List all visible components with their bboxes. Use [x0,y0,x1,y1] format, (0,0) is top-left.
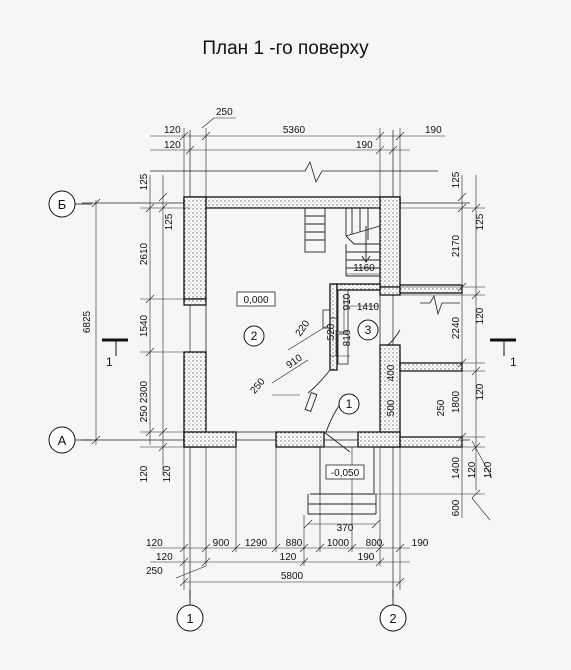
dim-bottom-370: 370 [337,523,354,534]
dim-left-2300: 2300 [139,380,150,403]
dim-top-overall: 5360 [283,125,306,136]
dim-top-120b: 120 [164,140,181,151]
level-porch: -0,050 [331,468,360,479]
dim-right-120a: 120 [475,307,486,324]
dim-in-910a: 910 [342,293,353,310]
dim-in-250: 250 [249,376,268,396]
dim-left-125b: 125 [164,213,175,230]
dim-in-400: 400 [386,364,397,381]
room-number-3: 3 [365,323,372,337]
room-number-1: 1 [346,397,353,411]
dim-left-250: 250 [139,405,150,422]
dim-right-2240: 2240 [451,316,462,339]
axis-bubble-leaders [75,203,394,605]
dim-top-190b: 190 [356,140,373,151]
dim-bottom-120a: 120 [146,538,163,549]
dim-right-120b: 120 [475,383,486,400]
dim-bottom-190b: 190 [412,538,429,549]
room-bubble-2 [243,325,265,347]
dim-bottom-250: 250 [146,566,163,577]
room-number-2: 2 [251,329,258,343]
utility-details [322,289,349,365]
dim-in-1410: 1410 [357,302,380,313]
porch-steps [307,446,377,515]
staircase [304,207,381,277]
dim-top-120a: 120 [164,125,181,136]
dim-left-120b: 120 [162,465,173,482]
dim-bottom-880: 880 [286,538,303,549]
room-bubble-1 [338,393,360,415]
dim-left-125a: 125 [139,173,150,190]
dim-left-1540: 1540 [139,314,150,337]
section-mark-right: 1 [510,355,517,369]
dim-in-520: 520 [326,323,337,340]
dim-bottom-1290: 1290 [245,538,268,549]
dim-right-120c: 120 [467,461,478,478]
section-mark-left: 1 [106,355,113,369]
dim-top-250: 250 [216,107,233,118]
axis-label-2: 2 [389,611,396,626]
dim-bottom-120b: 120 [156,552,173,563]
dim-bottom-1000: 1000 [327,538,350,549]
axis-label-1: 1 [186,611,193,626]
dim-right-125b: 125 [475,213,486,230]
dim-right-250: 250 [436,399,447,416]
dim-bottom-190a: 190 [358,552,375,563]
dim-bottom-900: 900 [213,538,230,549]
dim-right-600: 600 [451,499,462,516]
dim-right-1400: 1400 [451,456,462,479]
dim-left-2610: 2610 [139,242,150,265]
room-bubble-3 [357,319,379,341]
dim-right-120d: 120 [483,461,494,478]
level-boxes [236,291,365,480]
room-outlines [205,207,381,433]
dim-left-overall: 6825 [82,310,93,333]
break-lines [150,160,460,316]
dim-bottom-120c: 120 [280,552,297,563]
dim-right-2170: 2170 [451,234,462,257]
dim-in-910b: 910 [285,352,305,371]
plan-title: План 1 -го поверху [202,38,369,59]
axis-label-a: А [58,433,67,448]
dim-in-1160: 1160 [353,263,375,274]
walls [183,196,463,448]
dim-bottom-overall: 5800 [281,571,304,582]
dim-left-120a: 120 [139,465,150,482]
dim-right-1800: 1800 [451,390,462,413]
axis-bubbles [48,190,407,632]
axis-label-b: Б [58,197,67,212]
level-floor: 0,000 [243,295,268,306]
dim-right-125a: 125 [451,171,462,188]
dimension-lines [91,117,493,590]
dim-in-220: 220 [294,318,313,338]
dim-bottom-800: 800 [366,538,383,549]
dim-top-190a: 190 [425,125,442,136]
dim-in-500: 500 [386,399,397,416]
dim-in-810: 810 [342,329,353,346]
section-marks [102,338,516,356]
